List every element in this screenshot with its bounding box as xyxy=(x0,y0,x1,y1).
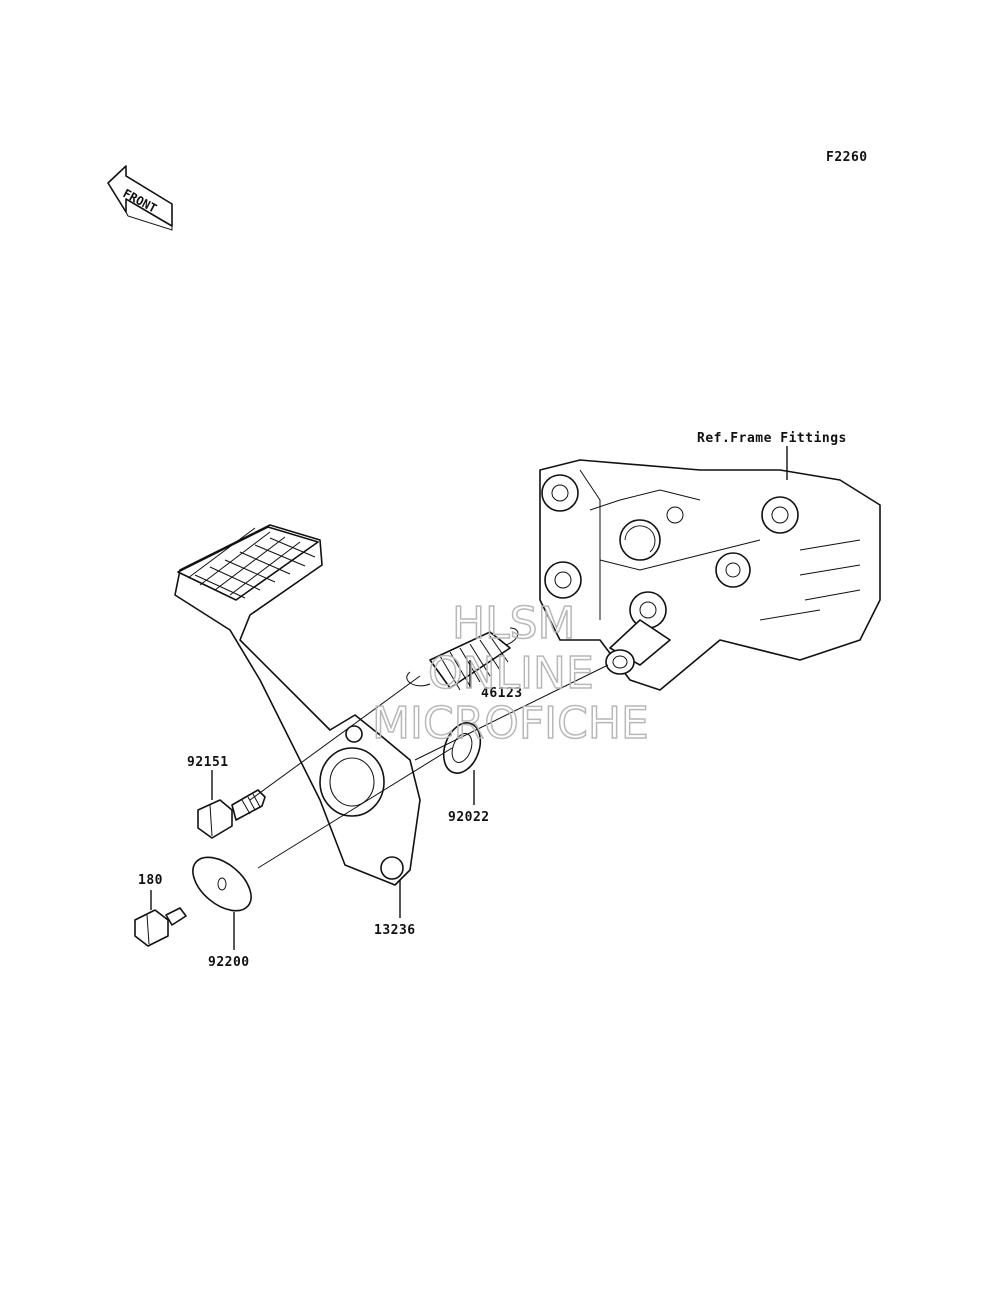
callout-180: 180 xyxy=(138,873,163,888)
ref-frame-label: Ref.Frame Fittings xyxy=(697,431,847,446)
washer-large xyxy=(192,856,252,912)
washer-small xyxy=(442,722,482,774)
watermark-line3: MICROFICHE xyxy=(372,698,649,749)
front-arrow-icon: FRONT xyxy=(107,165,173,231)
callout-46123: 46123 xyxy=(481,686,523,701)
callout-92151: 92151 xyxy=(187,755,229,770)
brake-pedal xyxy=(174,524,421,886)
bolt-lower xyxy=(134,907,187,947)
bolt-upper xyxy=(197,789,266,839)
callout-92022: 92022 xyxy=(448,810,490,825)
watermark: HLSM ONLINE MICROFICHE xyxy=(371,597,649,750)
watermark-line1: HLSM xyxy=(452,598,576,649)
callout-13236: 13236 xyxy=(374,923,416,938)
callout-92200: 92200 xyxy=(208,955,250,970)
assembly-lines xyxy=(249,664,609,869)
watermark-line2: ONLINE xyxy=(428,648,594,699)
frame-fitting xyxy=(539,459,881,691)
diagram-code: F2260 xyxy=(826,150,868,165)
